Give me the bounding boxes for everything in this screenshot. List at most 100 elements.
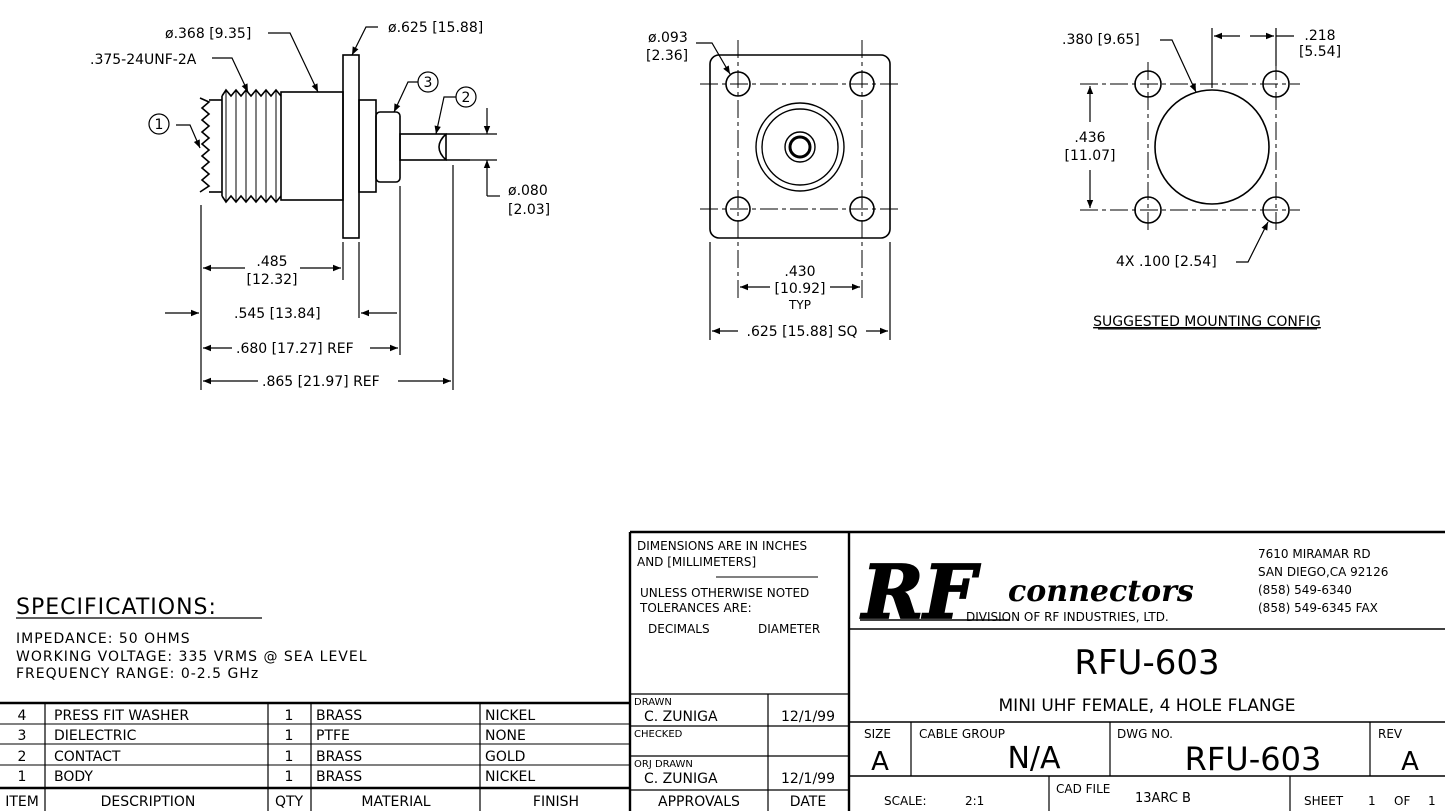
mounting-dimensions — [1086, 28, 1294, 263]
cable-group-value: N/A — [1007, 741, 1061, 776]
offset-in: .218 — [1304, 28, 1335, 44]
bom-item: 4 — [18, 708, 27, 724]
size-label: SIZE — [864, 727, 891, 741]
bom-qty: 1 — [285, 749, 294, 765]
flange-diameter-label: ø.625 [15.88] — [388, 20, 483, 36]
tolerance-line-3: UNLESS OTHERWISE NOTED — [640, 586, 809, 600]
table-row: 1 BODY 1 BRASS NICKEL — [18, 769, 536, 785]
tolerance-line-4: TOLERANCES ARE: — [639, 601, 752, 615]
bom-material: PTFE — [316, 728, 350, 744]
address-line-2: SAN DIEGO,CA 92126 — [1258, 565, 1388, 579]
dim-485-in: .485 — [256, 254, 287, 270]
bom-item: 3 — [18, 728, 27, 744]
bom-description: DIELECTRIC — [54, 728, 137, 744]
part-number: RFU-603 — [1074, 643, 1219, 683]
sheet-total: 1 — [1428, 794, 1436, 808]
revision-value: A — [1401, 747, 1419, 777]
tolerance-line-1: DIMENSIONS ARE IN INCHES — [637, 539, 807, 553]
bom-header-qty: QTY — [275, 794, 304, 810]
bom-qty: 1 — [285, 708, 294, 724]
tolerance-line-2: AND [MILLIMETERS] — [637, 555, 756, 569]
spec-voltage: WORKING VOLTAGE: 335 VRMS @ SEA LEVEL — [16, 649, 368, 665]
flange — [342, 54, 360, 239]
spec-impedance: IMPEDANCE: 50 OHMS — [16, 631, 191, 647]
side-view-dimensions — [165, 26, 500, 390]
center-hole-label: .380 [9.65] — [1062, 32, 1140, 48]
bom-table: 4 PRESS FIT WASHER 1 BRASS NICKEL 3 DIEL… — [0, 701, 630, 811]
orj-drawn-by: C. ZUNIGA — [644, 771, 718, 787]
bom-item: 2 — [18, 749, 27, 765]
bom-description: BODY — [54, 769, 93, 785]
table-row: 3 DIELECTRIC 1 PTFE NONE — [18, 728, 526, 744]
sheet-label: SHEET — [1304, 794, 1344, 808]
table-row: 2 CONTACT 1 BRASS GOLD — [18, 749, 526, 765]
contact-pin — [399, 133, 447, 161]
drawn-by: C. ZUNIGA — [644, 709, 718, 725]
dim-680: .680 [17.27] REF — [236, 341, 354, 357]
title-block: RF connectors DIVISION OF RF INDUSTRIES,… — [849, 547, 1445, 811]
cad-file-label: CAD FILE — [1056, 782, 1110, 796]
dim-545: .545 [13.84] — [234, 306, 321, 322]
balloon-2-label: 2 — [462, 90, 471, 106]
cable-group-label: CABLE GROUP — [919, 727, 1005, 741]
logo-rf: RF — [860, 550, 980, 636]
size-value: A — [871, 747, 889, 777]
balloon-2 — [455, 86, 477, 108]
offset-mm: [5.54] — [1299, 44, 1341, 60]
fax-number: (858) 549-6345 FAX — [1258, 601, 1378, 615]
table-row: 4 PRESS FIT WASHER 1 BRASS NICKEL — [18, 708, 536, 724]
specifications: SPECIFICATIONS: IMPEDANCE: 50 OHMS WORKI… — [16, 595, 368, 682]
item-balloons: 1 3 2 — [148, 71, 477, 135]
pin-diameter-in: ø.080 — [508, 183, 548, 199]
bom-finish: GOLD — [485, 749, 525, 765]
knurled-ring — [199, 97, 211, 193]
scale-value: 2:1 — [965, 794, 984, 808]
balloon-1 — [148, 113, 170, 135]
washer — [358, 99, 377, 193]
hole-spacing-typ: TYP — [788, 298, 811, 312]
bom-header-finish: FINISH — [533, 794, 579, 810]
height-mm: [11.07] — [1064, 148, 1115, 164]
tolerance-diameter: DIAMETER — [758, 622, 820, 636]
mounting-config — [1080, 62, 1300, 232]
bom-material: BRASS — [316, 749, 362, 765]
bom-material: BRASS — [316, 769, 362, 785]
of-label: OF — [1394, 794, 1410, 808]
center-cutout — [1154, 89, 1270, 205]
tolerance-decimals: DECIMALS — [648, 622, 710, 636]
hole-spacing-mm: [10.92] — [774, 281, 825, 297]
bom-description: PRESS FIT WASHER — [54, 708, 189, 724]
hole-diameter-in: ø.093 — [648, 30, 688, 46]
approvals-label: APPROVALS — [658, 794, 740, 810]
company-division: DIVISION OF RF INDUSTRIES, LTD. — [966, 610, 1169, 624]
scale-label: SCALE: — [884, 794, 927, 808]
bom-qty: 1 — [285, 769, 294, 785]
pin-diameter-mm: [2.03] — [508, 202, 550, 218]
address-line-1: 7610 MIRAMAR RD — [1258, 547, 1371, 561]
dwg-no-label: DWG NO. — [1117, 727, 1173, 741]
balloon-3-label: 3 — [424, 75, 433, 91]
bom-header-item: ITEM — [5, 794, 39, 810]
thread-diameter-label: ø.368 [9.35] — [165, 26, 251, 42]
rev-label: REV — [1378, 727, 1403, 741]
dielectric — [375, 111, 401, 183]
dim-485-mm: [12.32] — [246, 272, 297, 288]
bom-header-material: MATERIAL — [361, 794, 430, 810]
logo-connectors: connectors — [1008, 574, 1194, 609]
drawn-date: 12/1/99 — [781, 709, 835, 725]
body — [280, 91, 344, 201]
thread-spec-label: .375-24UNF-2A — [90, 52, 197, 68]
bom-item: 1 — [18, 769, 27, 785]
height-in: .436 — [1074, 130, 1105, 146]
spec-frequency: FREQUENCY RANGE: 0-2.5 GHz — [16, 666, 259, 682]
drawing-number: RFU-603 — [1185, 740, 1322, 778]
mounting-caption: SUGGESTED MOUNTING CONFIG — [1093, 314, 1321, 330]
bom-finish: NICKEL — [485, 708, 535, 724]
bom-finish: NICKEL — [485, 769, 535, 785]
part-description: MINI UHF FEMALE, 4 HOLE FLANGE — [999, 696, 1296, 716]
thread-section — [221, 88, 282, 204]
hole-spacing-in: .430 — [784, 264, 815, 280]
tolerance-block: DIMENSIONS ARE IN INCHES AND [MILLIMETER… — [628, 530, 1445, 811]
drawn-label: DRAWN — [634, 697, 672, 708]
